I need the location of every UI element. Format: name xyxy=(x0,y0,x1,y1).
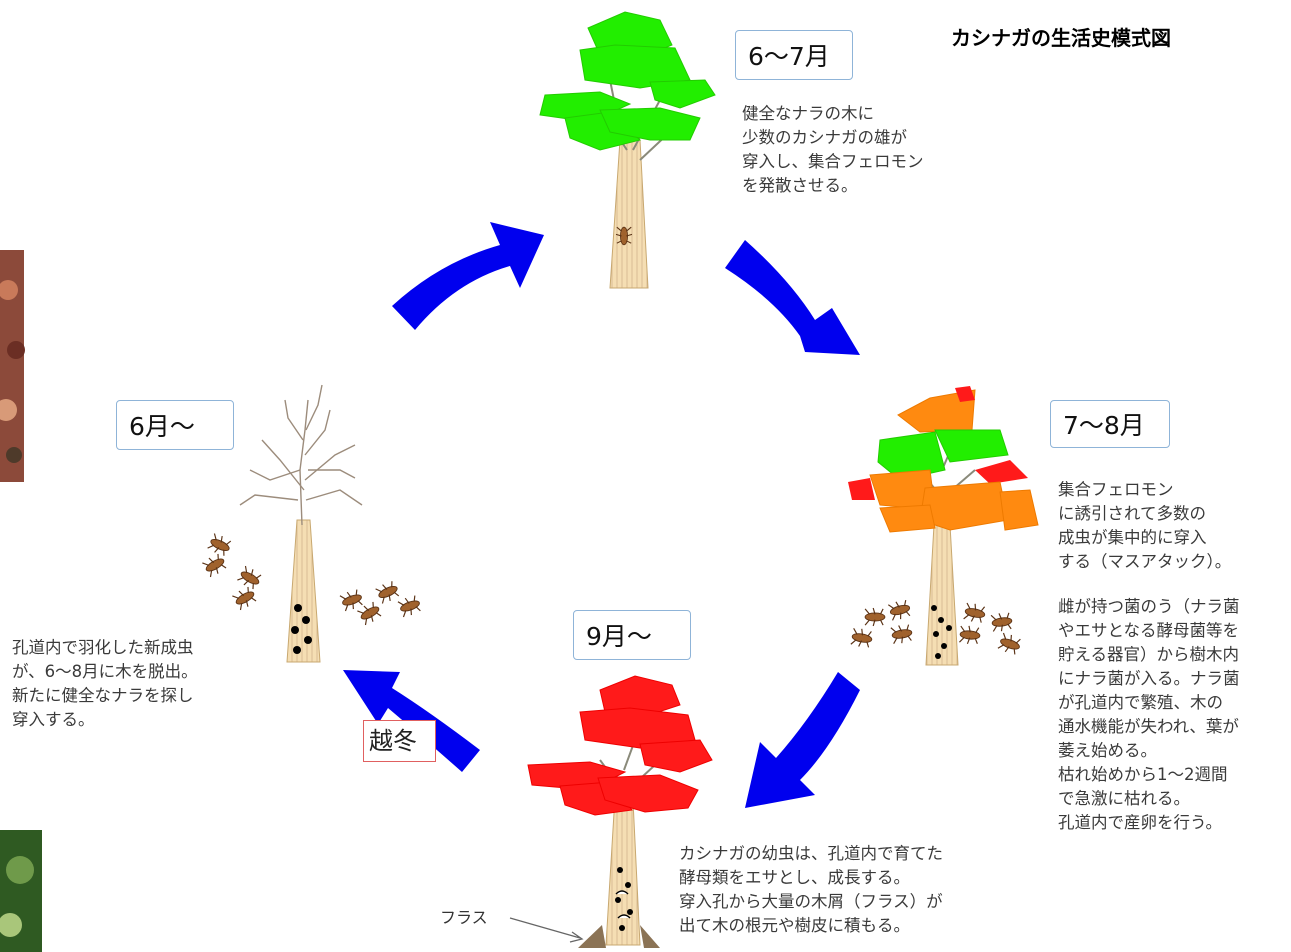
cycle-arrows xyxy=(343,222,860,808)
stage-desc-sep: カシナガの幼虫は、孔道内で育てた 酵母類をエサとし、成長する。 穿入孔から大量の… xyxy=(679,844,943,935)
healthy-crown xyxy=(539,11,716,151)
arrow-to-top-tree xyxy=(392,222,544,330)
bare-tree xyxy=(201,384,423,663)
frass-pointer-arrow xyxy=(509,917,584,943)
partial-photo-top xyxy=(0,250,25,482)
stage-label-jul-aug: 7〜8月 xyxy=(1050,400,1170,448)
attacked-tree xyxy=(848,386,1039,666)
stage-desc-jun-jul: 健全なナラの木に 少数のカシナガの雄が 穿入し、集合フェロモン を発散させる。 xyxy=(742,104,924,195)
stage-label-jun: 6月〜 xyxy=(116,400,234,450)
healthy-tree xyxy=(539,11,716,289)
arrow-to-right-tree xyxy=(725,240,860,355)
arrow-to-bottom-tree xyxy=(745,672,860,808)
stage-desc-jul-aug-fungus: 雌が持つ菌のう（ナラ菌 やエサとなる酵母菌等を 貯える器官）から樹木内 にナラ菌… xyxy=(1058,597,1240,832)
frass-label: フラス xyxy=(440,908,488,927)
dead-red-tree xyxy=(527,675,713,948)
stage-desc-jun: 孔道内で羽化した新成虫 が、6〜8月に木を脱出。 新たに健全なナラを探し 穿入す… xyxy=(12,638,198,729)
stage-label-jun-jul: 6〜7月 xyxy=(735,30,853,80)
wintering-label: 越冬 xyxy=(363,720,436,762)
stage-desc-jul-aug-mass-attack: 集合フェロモン に誘引されて多数の 成虫が集中的に穿入 する（マスアタック）。 xyxy=(1058,480,1232,571)
partial-photo-bottom xyxy=(0,830,42,952)
diagram-title: カシナガの生活史模式図 xyxy=(951,26,1171,50)
stage-label-sep: 9月〜 xyxy=(573,610,691,660)
